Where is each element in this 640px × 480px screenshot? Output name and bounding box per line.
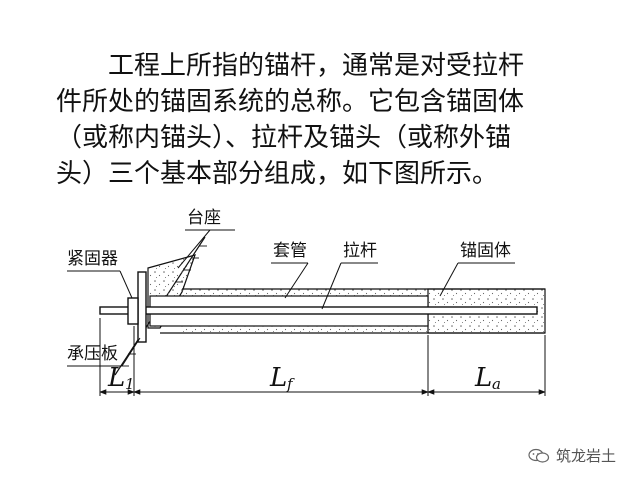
wechat-icon [528, 448, 550, 463]
intro-line-3: （或称内锚头）、拉杆及锚头（或称外锚 [56, 123, 512, 153]
dim-l1-main: L [107, 363, 125, 393]
leader-tie-rod-2 [321, 262, 342, 310]
label-bearing-plate: 承压板 [67, 344, 118, 364]
intro-line-4: 头）三个基本部分组成，如下图所示。 [56, 159, 499, 189]
label-anchor-body: 锚固体 [460, 241, 511, 261]
leader-casing-2 [284, 262, 309, 299]
label-pedestal: 台座 [187, 208, 221, 228]
watermark: 筑龙岩土 [528, 445, 616, 466]
label-casing: 套管 [273, 241, 307, 261]
dim-l1-sub: 1 [125, 375, 135, 393]
fastener-nut [127, 297, 139, 325]
dimension-extensions [99, 318, 546, 396]
dim-la-sub: a [492, 375, 501, 393]
pedestal-leader [177, 229, 211, 269]
dim-la-main: L [474, 363, 492, 393]
bearing-plate [137, 271, 147, 343]
label-tie-rod: 拉杆 [343, 241, 377, 261]
dim-lf-sub: f [286, 375, 295, 393]
watermark-text: 筑龙岩土 [556, 447, 617, 465]
intro-line-1: 工程上所指的锚杆，通常是对受拉杆 [108, 51, 525, 81]
leader-bearing-plate-2 [121, 337, 141, 367]
leader-fastener-2 [119, 270, 133, 299]
leader-anchor-body-2 [439, 262, 459, 297]
label-fastener: 紧固器 [67, 249, 118, 269]
dim-lf-main: L [269, 363, 287, 393]
intro-line-2: 件所处的锚固系统的总称。它包含锚固体 [56, 87, 525, 117]
intro-paragraph: 工程上所指的锚杆，通常是对受拉杆 件所处的锚固系统的总称。它包含锚固体 （或称内… [56, 48, 596, 192]
tie-rod [99, 306, 538, 315]
